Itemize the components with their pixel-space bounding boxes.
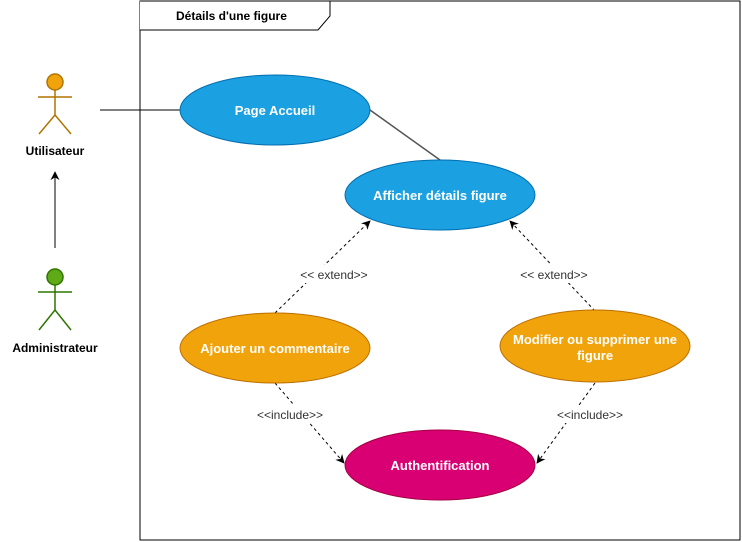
- extend-label-left: << extend>>: [300, 268, 367, 282]
- use-case-label: Page Accueil: [235, 103, 315, 118]
- actor-head-icon: [46, 73, 64, 91]
- use-case-ajouter-commentaire[interactable]: Ajouter un commentaire: [179, 312, 371, 384]
- use-case-label: Authentification: [391, 458, 490, 473]
- association-line-page-accueil-afficher: [369, 109, 441, 161]
- use-case-afficher-details-figure[interactable]: Afficher détails figure: [344, 159, 536, 231]
- actor-head-icon: [46, 268, 64, 286]
- actor-administrateur[interactable]: Administrateur: [12, 268, 98, 355]
- include-label-left: <<include>>: [257, 408, 323, 422]
- include-label-right: <<include>>: [557, 408, 623, 422]
- use-case-label-line-1: Modifier ou supprimer une: [513, 332, 677, 347]
- use-case-modifier-supprimer-figure[interactable]: Modifier ou supprimer une figure: [499, 309, 691, 383]
- actor-body-icon: [38, 285, 72, 331]
- actor-body-icon: [38, 90, 72, 135]
- frame-title-tab: [140, 0, 331, 31]
- frame-title: Détails d'une figure: [176, 9, 287, 23]
- actor-label: Utilisateur: [26, 144, 85, 158]
- actor-utilisateur[interactable]: Utilisateur: [26, 73, 85, 158]
- use-case-label: Afficher détails figure: [373, 188, 507, 203]
- use-case-authentification[interactable]: Authentification: [344, 429, 536, 501]
- actor-label: Administrateur: [12, 341, 98, 355]
- extend-label-right: << extend>>: [520, 268, 587, 282]
- use-case-page-accueil[interactable]: Page Accueil: [179, 74, 371, 146]
- use-case-label-line-2: figure: [577, 348, 613, 363]
- use-case-label: Ajouter un commentaire: [200, 341, 350, 356]
